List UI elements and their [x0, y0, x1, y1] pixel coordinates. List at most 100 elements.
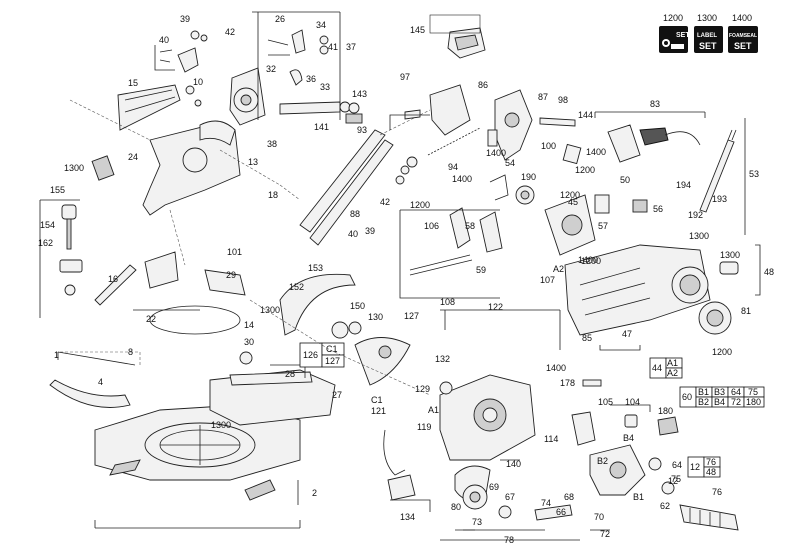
gear-housing-86: [429, 84, 471, 136]
callout: 114: [544, 434, 558, 444]
callout: B2: [597, 456, 608, 466]
svg-text:12: 12: [690, 462, 700, 472]
shaft-assembly: [279, 101, 363, 124]
callout: 15: [128, 78, 138, 88]
callout: A2: [553, 264, 564, 274]
kit-legend: 1200 SET 1300 LABEL SET 1400 FOAMSEAL SE…: [659, 13, 758, 53]
callout: 1400: [586, 147, 606, 157]
callout: 107: [540, 275, 555, 285]
kit-label-top: FOAMSEAL: [729, 33, 757, 39]
gearbox-assembly: [440, 444, 646, 541]
callout: 56: [653, 204, 663, 214]
callout: 93: [357, 125, 367, 135]
callout: 180: [658, 406, 673, 416]
callout: 101: [227, 247, 242, 257]
callout: 100: [541, 141, 556, 151]
callout: C1: [371, 395, 383, 405]
callout: 80: [451, 502, 461, 512]
callout: 132: [435, 354, 450, 364]
callout: 141: [314, 122, 329, 132]
callout: 53: [749, 169, 759, 179]
table-126: 126 C1 127: [299, 342, 345, 368]
callout: 73: [472, 517, 482, 527]
callout: 76: [712, 487, 722, 497]
callout: 150: [350, 301, 365, 311]
motor-mount-assembly: [229, 29, 329, 126]
callout: 39: [180, 14, 190, 24]
callout: 68: [564, 492, 574, 502]
callout: 127: [404, 311, 419, 321]
bracket-assembly: [159, 30, 208, 107]
callout: 192: [688, 210, 703, 220]
callout: 33: [320, 82, 330, 92]
kit-number: 1300: [697, 13, 717, 23]
callout: 1400: [486, 148, 506, 158]
svg-text:A1: A1: [667, 358, 678, 368]
callout: B1: [633, 492, 644, 502]
callout: 67: [505, 492, 515, 502]
callout: 155: [50, 185, 65, 195]
svg-text:B1: B1: [698, 387, 709, 397]
callout: 14: [244, 320, 254, 330]
callout: 1: [54, 350, 59, 360]
guard-c1: [354, 337, 411, 386]
kit-label: SET: [699, 41, 717, 51]
callout: 59: [476, 265, 486, 275]
callout: 98: [558, 95, 568, 105]
callout-labels: 1 2 4 8 10 12 13 14 15 16 18 22 24 26 27…: [38, 14, 774, 545]
motor-housing: [564, 244, 711, 336]
callout: 1200: [712, 347, 732, 357]
callout: 72: [600, 529, 610, 539]
callout: 140: [506, 459, 521, 469]
callout: 10: [193, 77, 203, 87]
callout: 1300: [211, 420, 231, 430]
callout: 83: [650, 99, 660, 109]
callout: 152: [289, 282, 304, 292]
callout: 105: [598, 397, 613, 407]
callout: 66: [556, 507, 566, 517]
guide-rail: [117, 84, 181, 131]
callout: 30: [244, 337, 254, 347]
callout: 1400: [546, 363, 566, 373]
top-clamp-assembly: [429, 14, 486, 59]
callout: 57: [598, 221, 608, 231]
guard-152: [279, 273, 356, 336]
switch-assembly: [594, 111, 706, 163]
clamp-knob-assembly: [39, 199, 200, 318]
svg-text:75: 75: [748, 387, 758, 397]
lower-housing-assembly: [383, 309, 561, 501]
callout: 40: [348, 229, 358, 239]
spring-group: [395, 127, 582, 185]
svg-text:72: 72: [731, 397, 741, 407]
callout: 8: [128, 347, 133, 357]
callout: 62: [660, 501, 670, 511]
callout: 153: [308, 263, 323, 273]
callout: 143: [352, 89, 367, 99]
callout: 122: [488, 302, 503, 312]
svg-text:B2: B2: [698, 397, 709, 407]
sliding-rail: [299, 109, 431, 246]
callout: 12: [668, 476, 678, 486]
callout: 1400: [578, 255, 598, 265]
callout: 104: [625, 397, 640, 407]
table-12: 12 76 48: [687, 456, 721, 478]
callout: 18: [268, 190, 278, 200]
callout: 22: [146, 314, 156, 324]
callout: 85: [582, 333, 592, 343]
kit-number: 1400: [732, 13, 752, 23]
callout: 75: [671, 474, 681, 484]
callout: 54: [505, 158, 515, 168]
callout: 47: [622, 329, 632, 339]
callout: 144: [578, 110, 593, 120]
callout: 40: [159, 35, 169, 45]
callout: 70: [594, 512, 604, 522]
callout: 48: [764, 267, 774, 277]
callout: 1200: [581, 256, 601, 266]
callout: 50: [620, 175, 630, 185]
callout: 81: [741, 306, 751, 316]
callout: 145: [410, 25, 425, 35]
brush-assembly: [571, 379, 679, 446]
callout: 45: [568, 197, 578, 207]
callout: 42: [225, 27, 235, 37]
